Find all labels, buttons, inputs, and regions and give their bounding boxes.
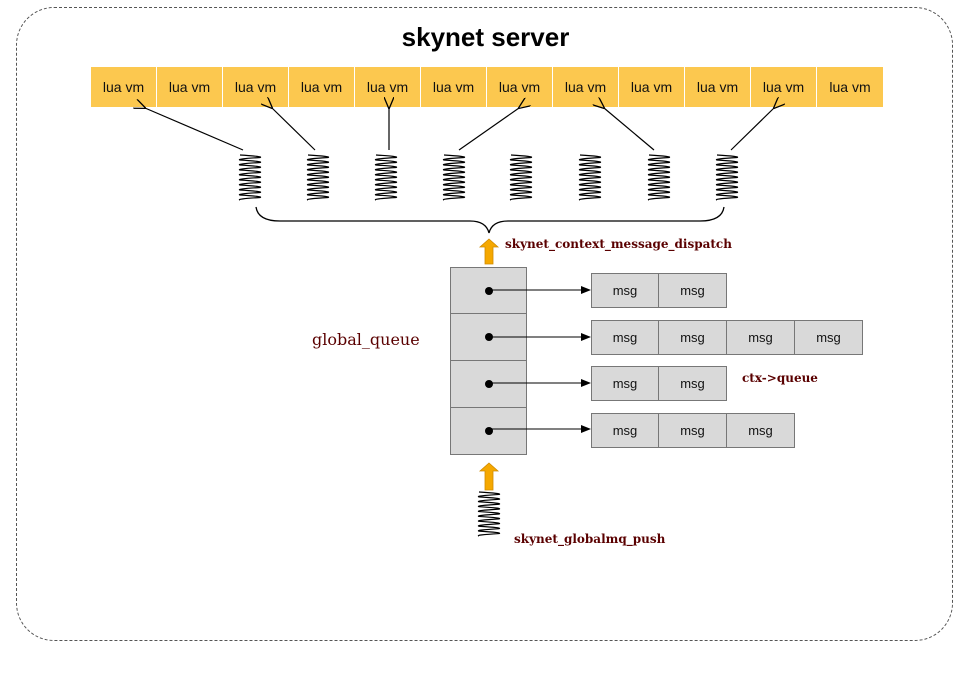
worker-thread-spring-icon xyxy=(509,154,533,201)
lua-vm-cell: lua vm xyxy=(91,67,157,107)
lua-vm-cell: lua vm xyxy=(421,67,487,107)
message-cell: msg xyxy=(659,320,727,355)
worker-thread-spring-icon xyxy=(647,154,671,201)
message-cell: msg xyxy=(659,366,727,401)
dispatch-arrow xyxy=(604,108,655,151)
push-label: skynet_globalmq_push xyxy=(514,532,666,546)
lua-vm-cell: lua vm xyxy=(223,67,289,107)
message-cell: msg xyxy=(659,273,727,308)
lua-vm-cell: lua vm xyxy=(685,67,751,107)
dispatch-arrow xyxy=(145,108,244,151)
message-cell: msg xyxy=(591,273,659,308)
server-boundary xyxy=(16,7,953,641)
push-thread-spring-icon xyxy=(477,491,501,537)
global-queue-slot xyxy=(450,361,527,408)
queue-pointer-dot xyxy=(485,287,493,295)
message-cell: msg xyxy=(795,320,863,355)
brace-connector xyxy=(255,206,725,234)
message-cell: msg xyxy=(591,366,659,401)
lua-vm-cell: lua vm xyxy=(487,67,553,107)
queue-pointer-dot xyxy=(485,380,493,388)
worker-thread-spring-icon xyxy=(374,154,398,201)
lua-vm-cell: lua vm xyxy=(553,67,619,107)
message-cell: msg xyxy=(727,320,795,355)
lua-vm-cell: lua vm xyxy=(817,67,883,107)
message-cell: msg xyxy=(659,413,727,448)
message-cell: msg xyxy=(727,413,795,448)
dispatch-arrow xyxy=(458,108,519,151)
diagram-title: skynet server xyxy=(401,22,570,52)
dispatch-label: skynet_context_message_dispatch xyxy=(505,237,732,251)
push-up-arrow-icon xyxy=(478,462,500,491)
dispatch-up-arrow-icon xyxy=(478,238,500,265)
ctx-queue-label: ctx->queue xyxy=(742,371,818,385)
global-queue-label: global_queue xyxy=(312,330,420,349)
lua-vm-cell: lua vm xyxy=(289,67,355,107)
message-cell: msg xyxy=(591,320,659,355)
queue-pointer-dot xyxy=(485,427,493,435)
dispatch-arrow xyxy=(272,108,316,151)
message-cell: msg xyxy=(591,413,659,448)
worker-thread-spring-icon xyxy=(306,154,330,201)
lua-vm-cell: lua vm xyxy=(619,67,685,107)
global-queue-slot xyxy=(450,408,527,455)
worker-thread-spring-icon xyxy=(238,154,262,201)
worker-thread-spring-icon xyxy=(578,154,602,201)
worker-thread-spring-icon xyxy=(442,154,466,201)
worker-thread-spring-icon xyxy=(715,154,739,201)
lua-vm-cell: lua vm xyxy=(157,67,223,107)
dispatch-arrow xyxy=(730,108,774,151)
